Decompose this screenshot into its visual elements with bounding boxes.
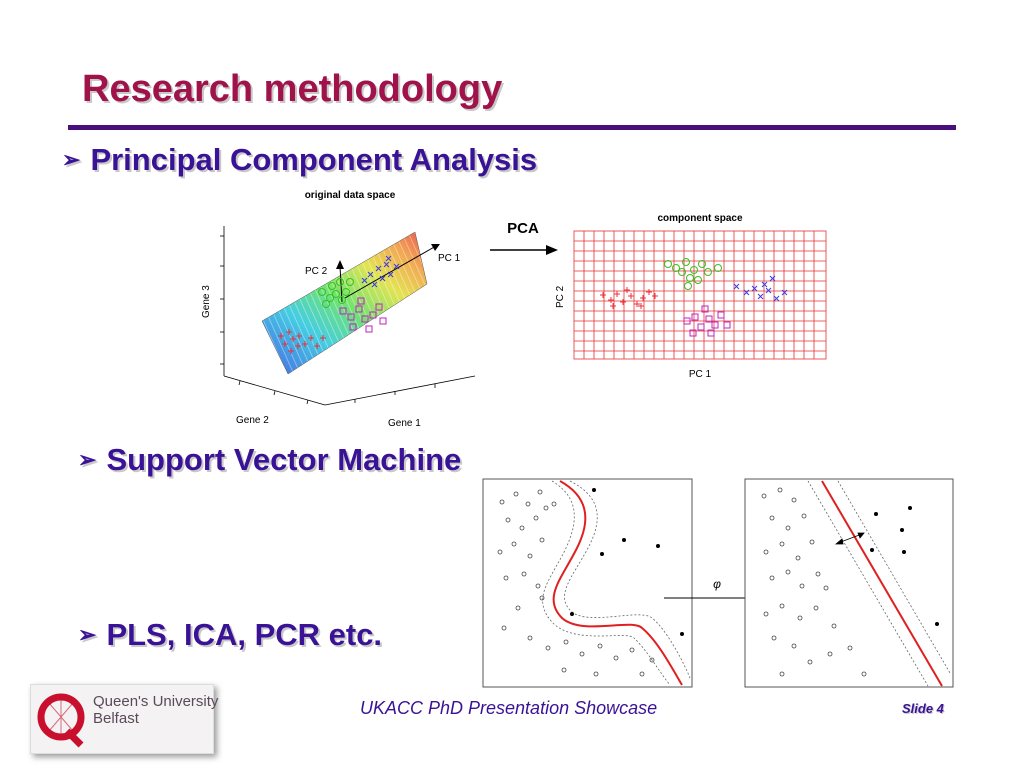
bullet-other-methods: ➢ PLS, ICA, PCR etc. — [78, 617, 382, 653]
svm-linear-margin-left — [807, 480, 929, 687]
pc-magenta-square-markers — [683, 305, 731, 337]
pc1-label: PC 1 — [438, 253, 461, 264]
university-logo: Queen's University Belfast — [30, 684, 218, 754]
slide-title: Research methodology — [82, 68, 503, 110]
slide-number: Slide 4 — [902, 701, 944, 716]
pca-arrow-label: PCA — [507, 220, 539, 237]
red-plus-markers — [278, 329, 326, 354]
component-grid — [573, 230, 827, 360]
arrow-bullet-icon: ➢ — [78, 622, 97, 647]
pca-arrow-head — [546, 245, 558, 255]
arrow-bullet-icon: ➢ — [62, 147, 81, 172]
footer-text: UKACC PhD Presentation Showcase — [360, 698, 658, 718]
university-crest-icon — [37, 693, 85, 748]
svm-feature-space-panel — [744, 478, 954, 688]
gene2-axis-label: Gene 2 — [236, 415, 269, 426]
pca-component-space-plot: component space PC — [555, 213, 827, 380]
university-name: Queen's University Belfast — [93, 693, 218, 727]
university-name-line1: Queen's University — [93, 693, 219, 710]
gene1-axis-label: Gene 1 — [388, 418, 421, 429]
phi-label: φ — [713, 577, 721, 591]
pc-red-plus-markers — [600, 287, 658, 309]
pca-transform-arrow: PCA — [490, 220, 558, 255]
arrow-bullet-icon: ➢ — [78, 447, 97, 472]
bullet-svm-text: Support Vector Machine — [106, 442, 462, 477]
svm-linear-hyperplane — [821, 480, 943, 687]
svm-input-space-panel — [482, 478, 693, 688]
pc2-axis — [339, 265, 343, 303]
gene3-axis-label: Gene 3 — [201, 285, 212, 318]
pc2-arrowhead — [336, 260, 344, 269]
university-name-line2: Belfast — [93, 710, 139, 727]
pca-3d-plot: original data space — [201, 190, 476, 429]
svm-kernel-figure: φ — [482, 478, 954, 688]
bullet-pca: ➢ Principal Component Analysis — [62, 142, 537, 178]
pc-blue-cross-markers — [733, 275, 788, 302]
pc-green-circle-markers — [664, 258, 722, 290]
bullet-pca-text: Principal Component Analysis — [90, 142, 538, 177]
svm-margin-left — [542, 480, 671, 686]
svm-nonlinear-boundary — [552, 480, 683, 686]
gene1-axis-line — [324, 375, 476, 406]
title-divider — [68, 125, 956, 130]
bullet-other-methods-text: PLS, ICA, PCR etc. — [106, 617, 383, 652]
pc2-axis-label: PC 2 — [555, 285, 566, 308]
pc2-label: PC 2 — [305, 266, 328, 277]
pc1-axis-label: PC 1 — [689, 369, 712, 380]
blue-cross-markers — [361, 255, 400, 288]
green-circle-markers — [318, 278, 354, 308]
magenta-square-markers — [339, 297, 387, 333]
margin-width-indicator — [834, 532, 865, 545]
pca-left-title: original data space — [305, 190, 396, 201]
pc1-axis — [344, 245, 437, 299]
bullet-svm: ➢ Support Vector Machine — [78, 442, 461, 478]
pca-right-title: component space — [657, 213, 742, 224]
svm-margin-right — [564, 480, 691, 679]
gene2-axis-line — [223, 375, 326, 406]
pc1-arrowhead — [431, 244, 440, 251]
svm-linear-margin-right — [837, 480, 951, 674]
